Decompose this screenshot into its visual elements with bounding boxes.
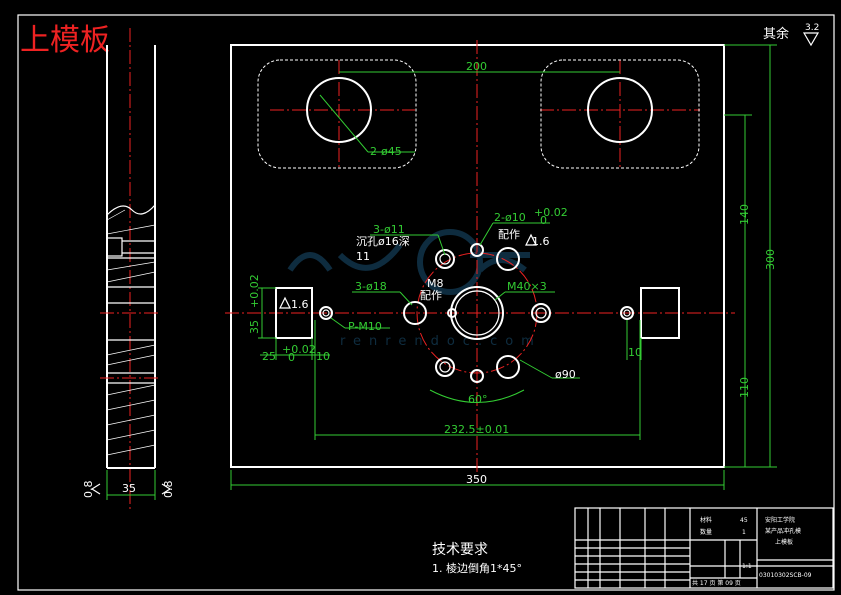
- svg-text:renrendoc.com: renrendoc.com: [340, 334, 542, 349]
- pocket-left: [257, 59, 417, 169]
- dim-3phi11: 3-ø11: [373, 223, 405, 236]
- tb-school: 安阳工学院: [765, 516, 795, 524]
- dim-2phi45: 2-ø45: [370, 145, 402, 158]
- dim-25-tol-dn: 0: [288, 351, 295, 364]
- surface-value: 3.2: [805, 23, 819, 33]
- tb-scale: 1:1: [742, 563, 752, 570]
- dim-10-right: 10: [628, 346, 642, 359]
- dim-232-5: 232.5±0.01: [444, 423, 509, 436]
- label-m40: M40×3: [507, 280, 547, 293]
- tb-qty-value: 1: [742, 529, 746, 536]
- note-counterbore: 沉孔ø16深: [356, 235, 410, 248]
- dim-140: 140: [738, 204, 751, 225]
- dim-35: 35: [248, 320, 261, 334]
- drawing-title: 上模板: [20, 23, 110, 58]
- dim-200: 200: [466, 60, 487, 73]
- dim-3phi18: 3-ø18: [355, 280, 387, 293]
- dim-25: 25: [262, 350, 276, 363]
- roughness-b: 1.6: [291, 298, 309, 311]
- pocket-right: [540, 59, 700, 169]
- tb-qty-label: 数量: [700, 528, 712, 536]
- dim-35-tol: +0.02: [248, 274, 261, 308]
- note-peizuo-1: 配作: [498, 228, 520, 241]
- dim-300: 300: [764, 249, 777, 270]
- roughness-symbol-icon: [802, 32, 820, 47]
- label-m8: M8: [427, 277, 444, 290]
- dim-side-35: 35: [122, 482, 136, 495]
- title-block: 材料 45 数量 1 安阳工学院 某产品冲孔模 上模板 1:1 03010302…: [574, 507, 834, 589]
- dim-phi90: ø90: [555, 368, 576, 381]
- tech-heading: 技术要求: [432, 542, 488, 558]
- tb-sheet: 共 17 页 第 09 页: [692, 579, 741, 587]
- tb-project: 某产品冲孔模: [765, 527, 801, 535]
- dim-10-left: 10: [316, 350, 330, 363]
- dim-110: 110: [738, 377, 751, 398]
- tb-part: 上模板: [775, 538, 793, 546]
- tb-material-value: 45: [740, 517, 748, 524]
- tb-drawing-no: 03010302SCB-09: [759, 572, 812, 579]
- roughness-a: 1.6: [532, 235, 550, 248]
- front-view: [225, 40, 735, 475]
- surface-note: 其余: [763, 26, 789, 42]
- guide-hole-right: [587, 77, 653, 143]
- note-counterbore-depth: 11: [356, 250, 370, 263]
- dim-angle-60: 60°: [468, 393, 488, 406]
- note-peizuo-2: 配作: [420, 289, 442, 302]
- guide-hole-left: [306, 77, 372, 143]
- roughness-left: 0.8: [82, 481, 95, 499]
- dimensions: 200 2-ø45 140 300 110 3-ø11 2-ø10 +0.02 …: [230, 44, 777, 490]
- label-pm10: P-M10: [348, 320, 382, 333]
- tech-item-1: 1. 棱边倒角1*45°: [432, 562, 522, 575]
- dim-2phi10: 2-ø10: [494, 211, 526, 224]
- dim-2phi10-tol-dn: 0: [540, 214, 547, 227]
- dim-2phi10-tol-up: +0.02: [534, 206, 568, 219]
- side-view: 35 0.8 0.8: [82, 28, 175, 510]
- tb-material-label: 材料: [700, 516, 712, 524]
- dim-25-tol-up: +0.02: [282, 343, 316, 356]
- sheet-border: [17, 14, 835, 591]
- dim-350: 350: [466, 473, 487, 486]
